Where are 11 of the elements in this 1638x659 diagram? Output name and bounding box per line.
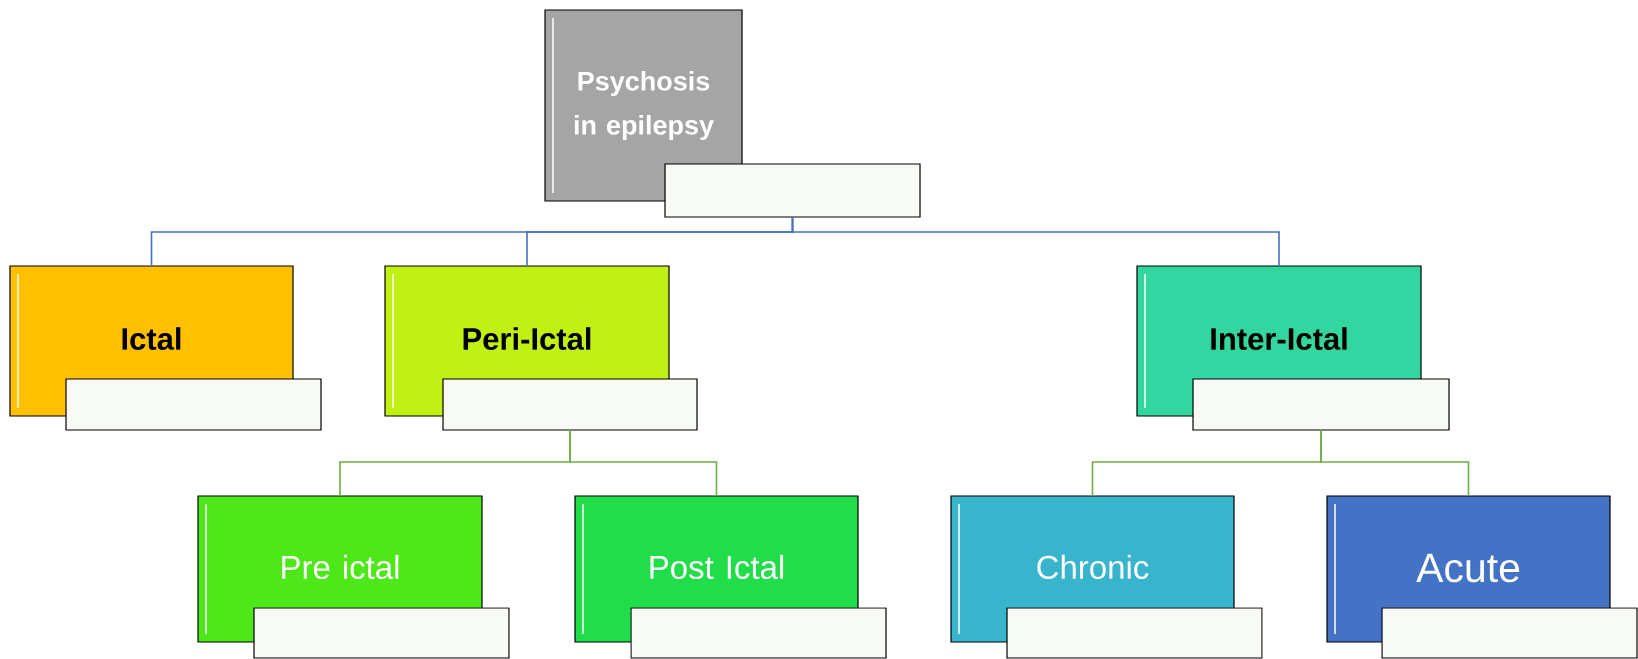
connector bbox=[791, 216, 1280, 267]
box: Peri-Ictal bbox=[384, 265, 698, 431]
connector bbox=[1320, 429, 1470, 497]
box: Inter-Ictal bbox=[1136, 265, 1450, 431]
box: Psychosis in epilepsy bbox=[544, 9, 921, 218]
box: Pre ictal bbox=[197, 495, 510, 659]
box: Post Ictal bbox=[574, 495, 887, 659]
connector bbox=[569, 429, 718, 497]
box: Chronic bbox=[950, 495, 1263, 659]
box: Ictal bbox=[9, 265, 322, 431]
box: Acute bbox=[1326, 495, 1638, 659]
